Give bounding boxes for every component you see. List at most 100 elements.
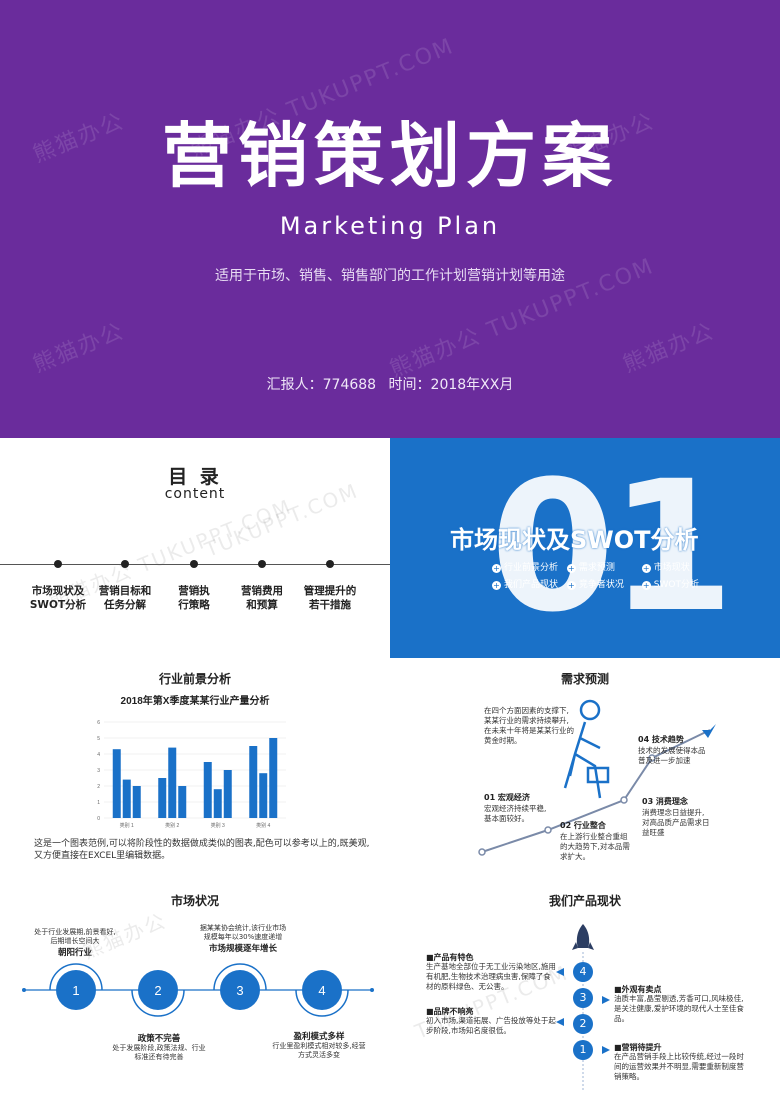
demand-item-label: 03 消费理念 — [642, 797, 688, 806]
market-text: 处于行业发展期,前景看好,后期增长空间大 — [34, 928, 116, 945]
y-tick-label: 1 — [97, 800, 100, 806]
section-tag: +行业前景分析 — [492, 563, 559, 573]
toc-dot — [121, 560, 129, 568]
toc-subtitle: content — [164, 486, 226, 502]
demand-item-text: 消费理念日益提升,对高品质产品需求日益旺盛 — [642, 808, 710, 837]
bar — [158, 778, 167, 818]
product-text: 生产基地全部位于无工业污染地区,施用有机肥,生物技术治理病虫害,保障了食材的原料… — [426, 962, 556, 991]
bar — [122, 779, 131, 818]
product-heading: 我们产品现状 — [548, 894, 621, 908]
step-number: 1 — [573, 1040, 593, 1060]
demand-trend-graphic — [478, 699, 716, 856]
cover-subtitle-en: Marketing Plan — [279, 212, 501, 240]
reporter: 汇报人：774688 — [266, 377, 377, 393]
market-label: 盈利模式多样 — [293, 1032, 345, 1042]
x-tick-label: 类别 2 — [165, 822, 179, 829]
plus-icon: + — [492, 581, 501, 590]
plus-icon: + — [641, 564, 651, 573]
plus-icon: + — [566, 581, 576, 590]
toc-dot — [190, 560, 198, 568]
demand-item-label: 02 行业整合 — [560, 821, 606, 830]
market-heading: 市场状况 — [170, 894, 219, 908]
x-tick-label: 类别 4 — [256, 822, 270, 829]
bar — [178, 786, 187, 818]
section-number: 01 — [490, 443, 734, 652]
toc-dot — [326, 560, 334, 568]
x-tick-label: 类别 1 — [120, 822, 134, 829]
product-label: ■产品有特色 — [426, 953, 474, 962]
bar — [132, 786, 141, 818]
demand-item-text: 技术的发展使得本品普及进一步加速 — [638, 746, 706, 765]
section-tag: +SWOT分析 — [641, 580, 699, 590]
section-tag: +市场现状 — [641, 563, 690, 573]
bar — [168, 747, 177, 818]
product-text: 油质丰富,晶莹剔透,芳香可口,风味极佳,是关注健康,爱护环境的现代人士至佳食品。 — [614, 994, 744, 1023]
market-slide: 熊猫办公 市场状况 1 2 3 4 处于行业发展期,前景看好,后期增长空间大 朝… — [0, 880, 390, 1102]
market-text: 处于发展阶段,政策法规、行业标准还有待完善 — [112, 1044, 206, 1061]
section-slide: 01 市场现状及SWOT分析 +行业前景分析 +需求预测 +市场现状 +我们产品… — [390, 438, 780, 658]
market-label: 市场规模逐年增长 — [208, 944, 277, 954]
arrow-head-icon — [702, 724, 716, 738]
climbing-man-icon — [563, 699, 610, 799]
y-tick-label: 3 — [97, 768, 100, 774]
plus-icon: + — [566, 564, 576, 573]
toc-dot — [54, 560, 62, 568]
report-time: 时间：2018年XX月 — [388, 377, 514, 393]
demand-item-text: 宏观经济持续平稳,基本面较好。 — [484, 804, 547, 823]
y-tick-label: 6 — [97, 720, 100, 726]
y-tick-label: 0 — [97, 816, 100, 822]
bar — [249, 746, 258, 818]
toc-item-2[interactable]: 营销目标和任务分解 — [98, 585, 152, 611]
bar — [223, 770, 232, 818]
toc-title: 目 录 — [168, 466, 222, 488]
step-number: 4 — [573, 962, 593, 982]
chart-bars — [112, 738, 278, 818]
cover-title: 营销策划方案 — [162, 115, 618, 197]
demand-intro: 在四个方面因素的支撑下,某某行业的需求持续攀升,在未来十年将是某某行业的黄金时期… — [484, 706, 574, 745]
cover-slide: 熊猫办公 TUKUPPT.COM 熊猫办公 熊猫办公 熊猫办公 TUKUPPT.… — [0, 0, 780, 438]
bar — [112, 749, 121, 818]
step-number: 4 — [318, 983, 325, 998]
chart-title: 2018年第X季度某某行业产量分析 — [121, 694, 270, 707]
demand-heading: 需求预测 — [560, 672, 609, 686]
section-tags: +行业前景分析 +需求预测 +市场现状 +我们产品现状 +竞争者状况 +SWOT… — [492, 560, 722, 594]
step-number: 3 — [573, 988, 593, 1008]
demand-item-label: 01 宏观经济 — [484, 793, 530, 802]
bar — [269, 738, 278, 818]
demand-item-label: 04 技术趋势 — [638, 735, 684, 744]
plus-icon: + — [641, 581, 651, 590]
step-number: 3 — [236, 983, 243, 998]
arrow-right-icon — [602, 1046, 610, 1054]
bar — [259, 773, 268, 818]
step-number: 2 — [573, 1014, 593, 1034]
product-label: ■品牌不响亮 — [426, 1007, 474, 1016]
x-tick-label: 类别 3 — [211, 822, 225, 829]
market-flow-graphic: 1 2 3 4 — [22, 963, 374, 1017]
demand-slide: 需求预测 在四个方面因素的支撑下,某某行业的需求持续攀升,在未来十年将是某某行业… — [390, 658, 780, 880]
product-label: ■外观有卖点 — [614, 985, 662, 994]
watermark: 熊猫办公 — [619, 318, 719, 378]
chart-caption: 这是一个图表范例,可以将阶段性的数据做成类似的图表,配色可以参考以上的,既美观,… — [34, 839, 370, 861]
toc-item-3[interactable]: 营销执行策略 — [178, 585, 210, 611]
product-slide: TUKUPPT.COM 我们产品现状 4 3 2 1 ■产品有特色 生产基地全部… — [390, 880, 780, 1102]
market-text: 据某某协会统计,该行业市场规模每年以30%速度递增 — [199, 924, 287, 941]
demand-item-text: 在上游行业整合重组的大趋势下,对本品需求扩大。 — [560, 832, 630, 861]
arrow-left-icon — [556, 1018, 564, 1026]
rocket-icon — [576, 924, 590, 948]
section-title: 市场现状及SWOT分析 — [450, 526, 699, 554]
product-text: 初入市场,渠道拓展、广告投放等处于起步阶段,市场知名度很低。 — [426, 1016, 556, 1035]
toc-item-5[interactable]: 管理提升的若干措施 — [303, 585, 357, 611]
bar — [213, 789, 222, 818]
toc-slide: TUKUPPT.COM 熊猫办公 TUKUPPT.COM 目 录 content… — [0, 438, 390, 658]
product-label: ■营销待提升 — [614, 1043, 662, 1052]
arrow-left-icon — [556, 968, 564, 976]
chart-slide-heading: 行业前景分析 — [158, 672, 231, 686]
y-tick-label: 2 — [97, 784, 100, 790]
market-label: 政策不完善 — [137, 1034, 181, 1044]
toc-item-4[interactable]: 营销费用和预算 — [241, 585, 283, 611]
chart-grid — [104, 721, 286, 819]
